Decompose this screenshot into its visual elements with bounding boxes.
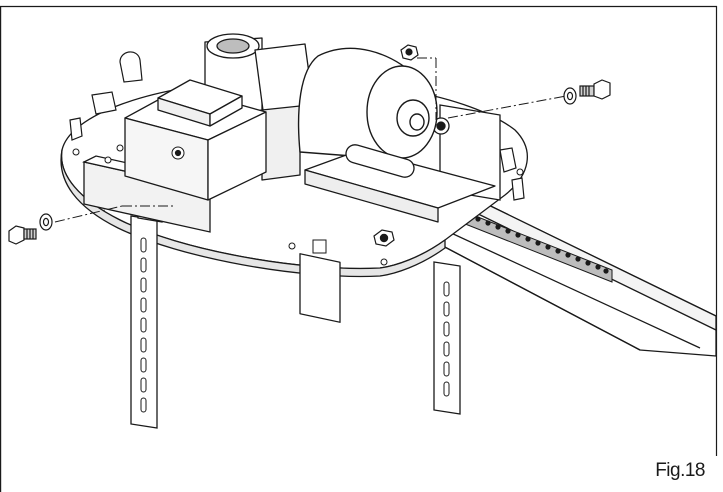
right-washer xyxy=(563,87,577,105)
right-bolt xyxy=(579,79,611,100)
plate-tabs xyxy=(69,51,525,201)
frame-border xyxy=(0,5,718,492)
carriage xyxy=(299,144,496,323)
transformer xyxy=(124,79,267,201)
carriage-nut xyxy=(373,229,395,247)
transformer-screw xyxy=(171,146,185,160)
assembly-guides xyxy=(54,57,567,223)
right-bracket xyxy=(433,261,461,415)
left-bolt xyxy=(8,225,37,245)
motor xyxy=(297,47,438,160)
right-bracket-slots xyxy=(443,281,450,397)
left-washer xyxy=(39,213,53,231)
plate-holes xyxy=(72,144,524,266)
top-nut xyxy=(400,44,419,61)
figure-label: Fig.18 xyxy=(655,460,705,481)
